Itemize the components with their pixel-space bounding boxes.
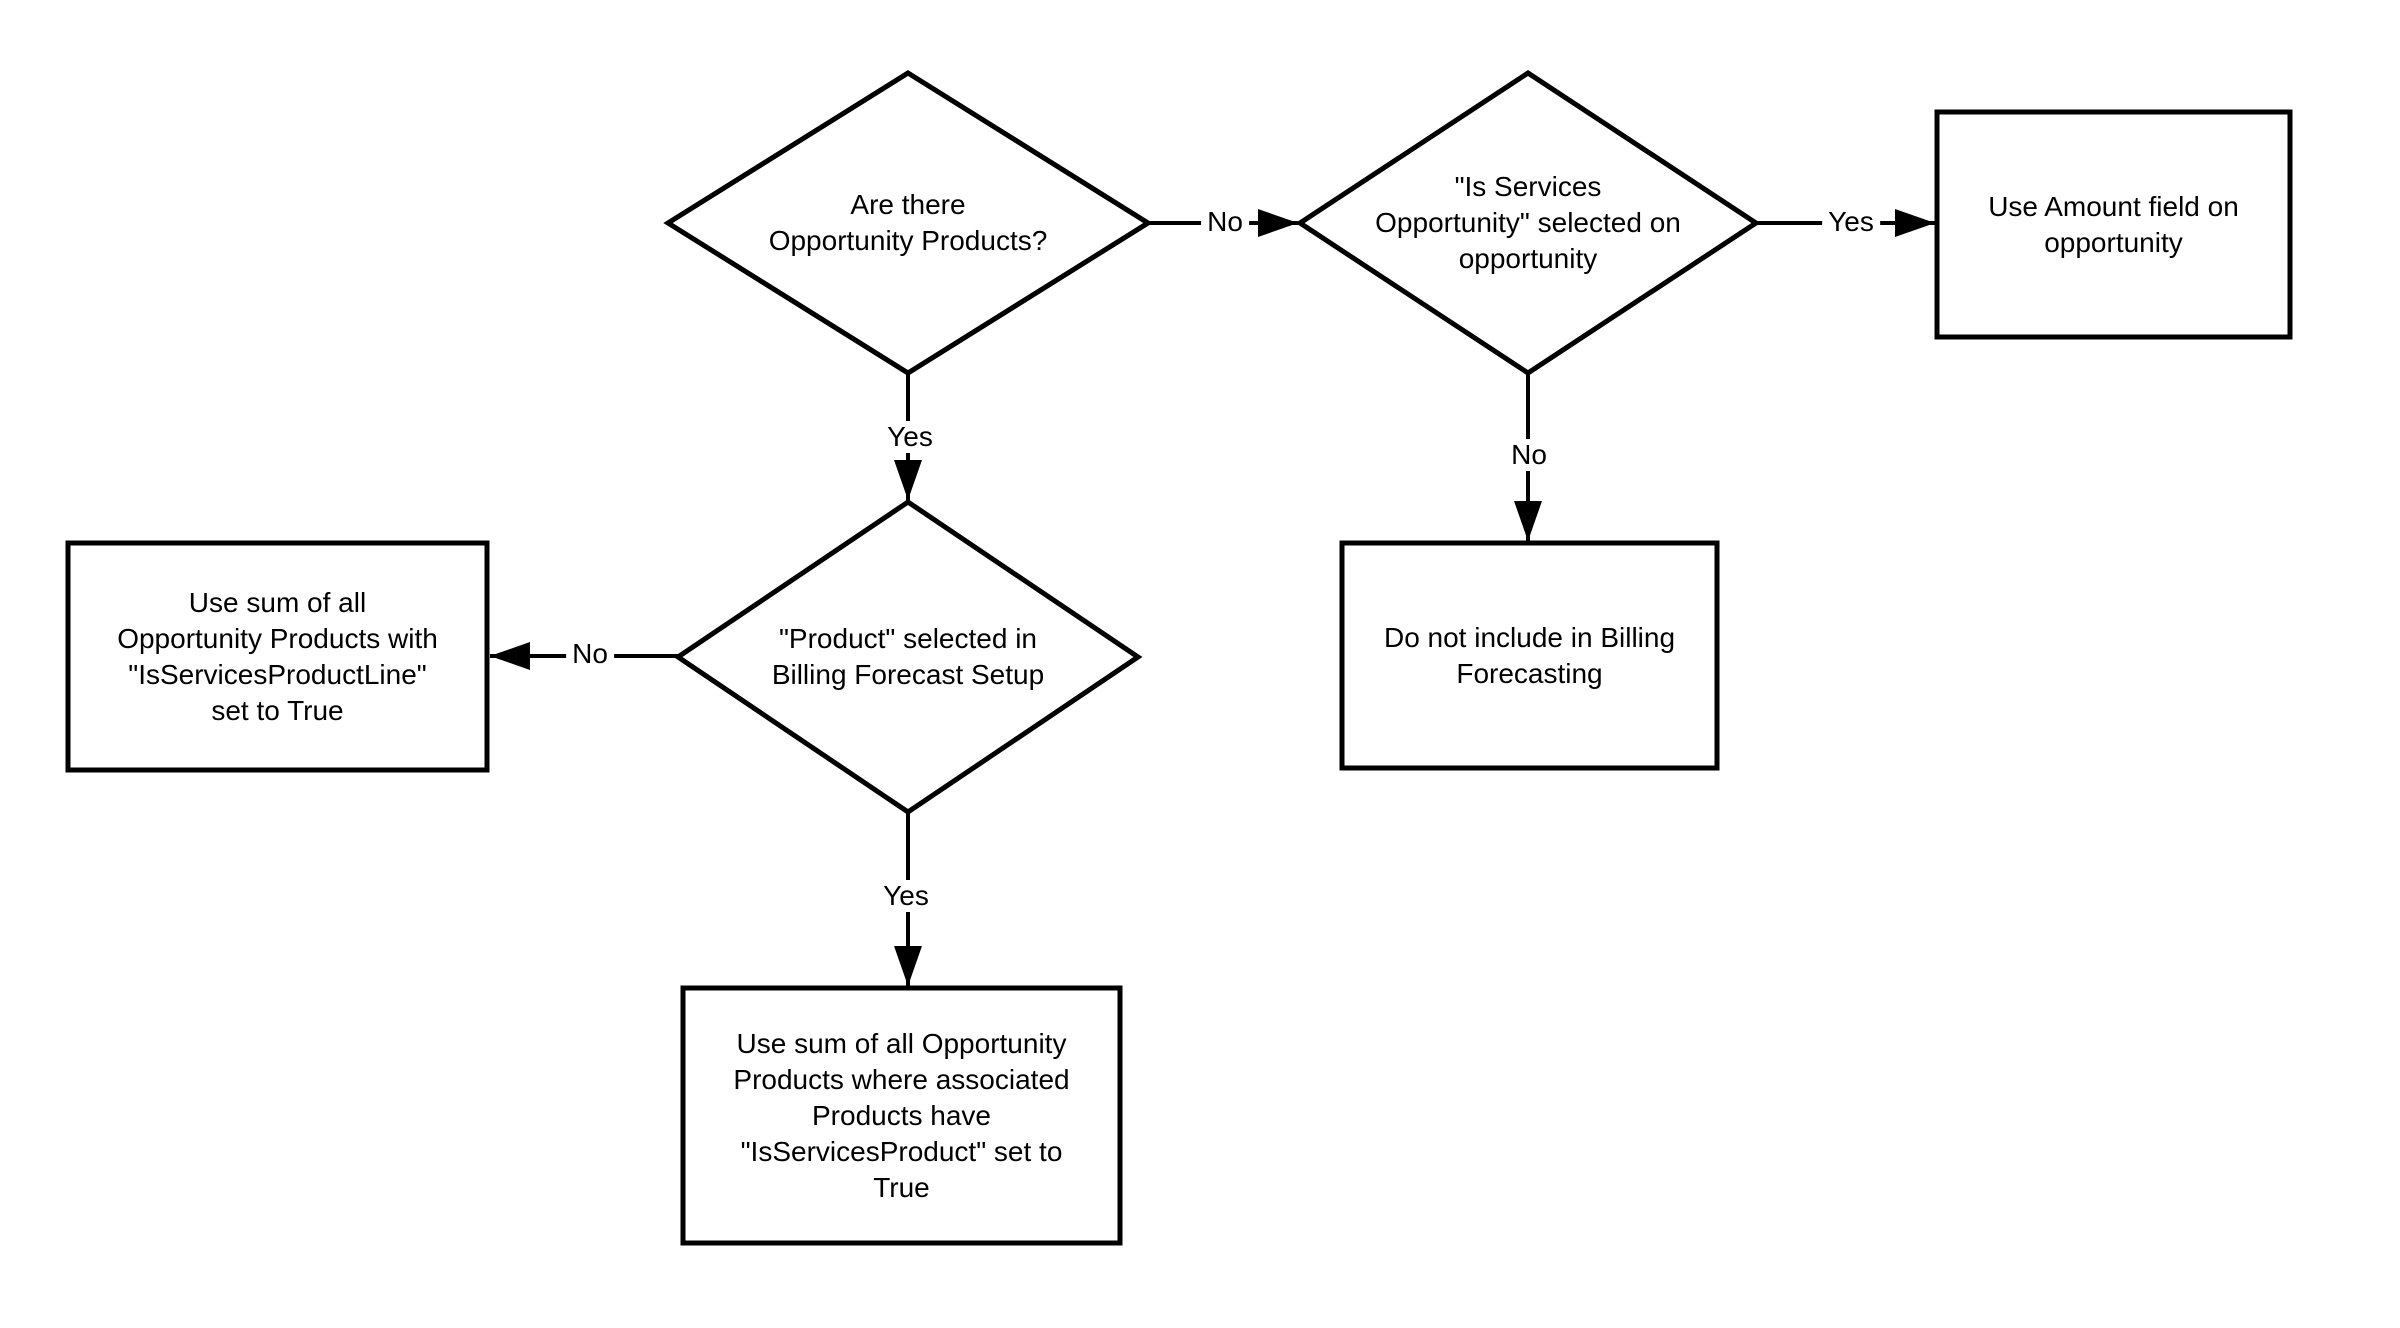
process-use-sum-isservicesproductline-shape	[65, 540, 490, 773]
decision-is-services-opportunity-shape	[1295, 70, 1761, 376]
process-use-sum-isservicesproduct-shape	[680, 985, 1123, 1246]
process-use-amount-field-shape	[1934, 109, 2293, 340]
decision-are-there-opportunity-products-shape	[663, 70, 1153, 376]
decision-product-selected-shape	[673, 498, 1143, 816]
process-do-not-include-shape	[1339, 540, 1720, 771]
